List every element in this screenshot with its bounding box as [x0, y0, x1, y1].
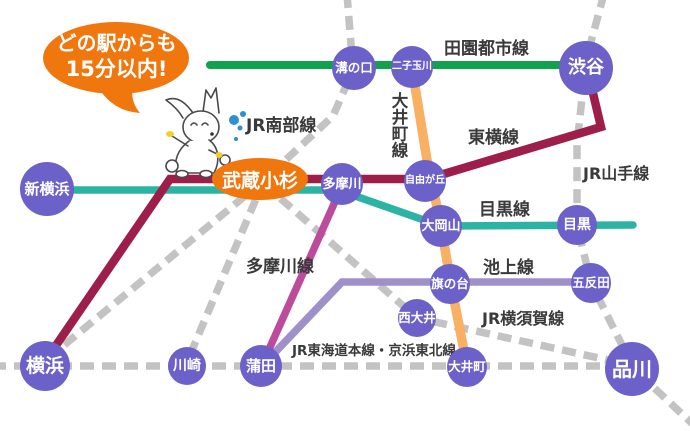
label-ikegami-line: 池上線	[483, 258, 534, 278]
speech-bubble	[43, 22, 189, 113]
station-nishi-oi: 西大井	[398, 299, 436, 337]
rabbit-right-ear	[202, 87, 220, 114]
ikegami-line	[260, 278, 590, 368]
station-jiyugaoka: 自由が丘	[404, 160, 446, 202]
bubble-dot-3	[237, 125, 243, 131]
station-mizonokuchi: 溝の口	[332, 46, 376, 90]
label-denentoshi-line: 田園都市線	[444, 39, 529, 59]
station-meguro: 目黒	[557, 205, 597, 245]
station-shin-yokohama: 新横浜	[20, 162, 74, 216]
station-hatanodai: 旗の台	[430, 264, 470, 304]
jr-nambu-line	[183, 0, 357, 364]
meguro-line	[43, 186, 637, 230]
rabbit-arm	[171, 135, 189, 147]
station-yokohama: 横浜	[20, 341, 70, 391]
station-ookayama: 大岡山	[420, 205, 462, 247]
label-jr-nambu-line: JR南部線	[246, 116, 317, 136]
speech-bubble-body	[43, 22, 189, 94]
station-gotanda: 五反田	[571, 263, 611, 303]
rabbit-foot-left	[175, 169, 189, 179]
bubble-dot-1	[229, 115, 239, 125]
station-oimachi: 大井町	[447, 347, 487, 387]
rabbit-eye-left	[190, 122, 198, 126]
jr-yokosuka-line-west	[43, 179, 265, 363]
rabbit-head	[182, 110, 220, 144]
rabbit-accent-left	[166, 131, 174, 137]
station-shibuya: 渋谷	[559, 41, 613, 95]
label-jr-yamanote-line: JR山手線	[583, 164, 650, 183]
label-jr-yokosuka-line: JR横須賀線	[482, 309, 565, 328]
station-futako-tamagawa: 二子玉川	[391, 46, 433, 88]
rabbit-mascot	[165, 87, 246, 179]
callout-line1: どの駅からも	[56, 31, 177, 56]
label-jr-tokaido-line: JR東海道本線・京浜東北線	[292, 343, 456, 359]
station-kamata: 蒲田	[240, 345, 282, 387]
rabbit-nose	[210, 132, 214, 136]
station-musashi-kosugi: 武蔵小杉	[212, 158, 308, 200]
bubble-dot-2	[240, 111, 246, 117]
rabbit-tail	[165, 159, 179, 173]
label-meguro-line: 目黒線	[479, 200, 530, 220]
bubble-dot-4	[234, 137, 238, 141]
rabbit-left-ear	[165, 97, 194, 119]
rabbit-eye-right	[201, 122, 209, 126]
callout-line2: 15分以内!	[65, 57, 168, 82]
rabbit-accent-right	[215, 152, 223, 158]
callout: どの駅からも 15分以内!	[43, 25, 190, 89]
station-shinagawa: 品川	[605, 342, 659, 396]
station-kawasaki: 川崎	[168, 347, 206, 385]
rabbit-body	[174, 139, 219, 174]
tamagawa-line	[258, 184, 346, 367]
rabbit-foot-right	[199, 169, 213, 179]
label-toyoko-line: 東横線	[468, 128, 519, 148]
label-tamagawa-line: 多摩川線	[246, 257, 314, 277]
label-oimachi-line: 大井町線	[388, 92, 408, 158]
station-tamagawa: 多摩川	[321, 163, 363, 205]
